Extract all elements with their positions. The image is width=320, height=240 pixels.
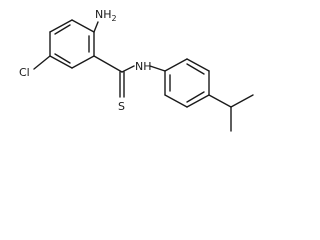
structure-canvas: NH2 Cl NH S (19, 8, 254, 132)
bond (49, 19, 73, 33)
atom-label-cl: Cl (19, 66, 30, 79)
ring-b (164, 58, 210, 108)
bond (71, 55, 95, 69)
aromatic-bond (54, 24, 71, 35)
bond (186, 58, 210, 72)
bond-c-thioamide (93, 55, 123, 73)
bond (49, 55, 73, 69)
bond-ring-isopropyl (208, 94, 232, 108)
atom-label-nh2: NH2 (95, 8, 117, 23)
bond-c-cl (33, 55, 51, 70)
aromatic-bond (54, 53, 71, 64)
bond-c-nh2 (93, 21, 99, 33)
bond (186, 94, 210, 108)
bond-nh-ring (149, 65, 166, 72)
bond (71, 19, 95, 33)
bond (164, 58, 188, 72)
ring-a (49, 19, 95, 69)
bond (164, 94, 188, 108)
bond-c-nh (121, 65, 135, 73)
atom-label-nh: NH (135, 60, 152, 73)
atom-label-s: S (118, 100, 125, 113)
aromatic-bond (186, 63, 205, 75)
aromatic-bond (186, 91, 205, 103)
chemical-structure: NH2 Cl NH S (19, 8, 254, 132)
bond-isopropyl-methyl (230, 94, 254, 108)
